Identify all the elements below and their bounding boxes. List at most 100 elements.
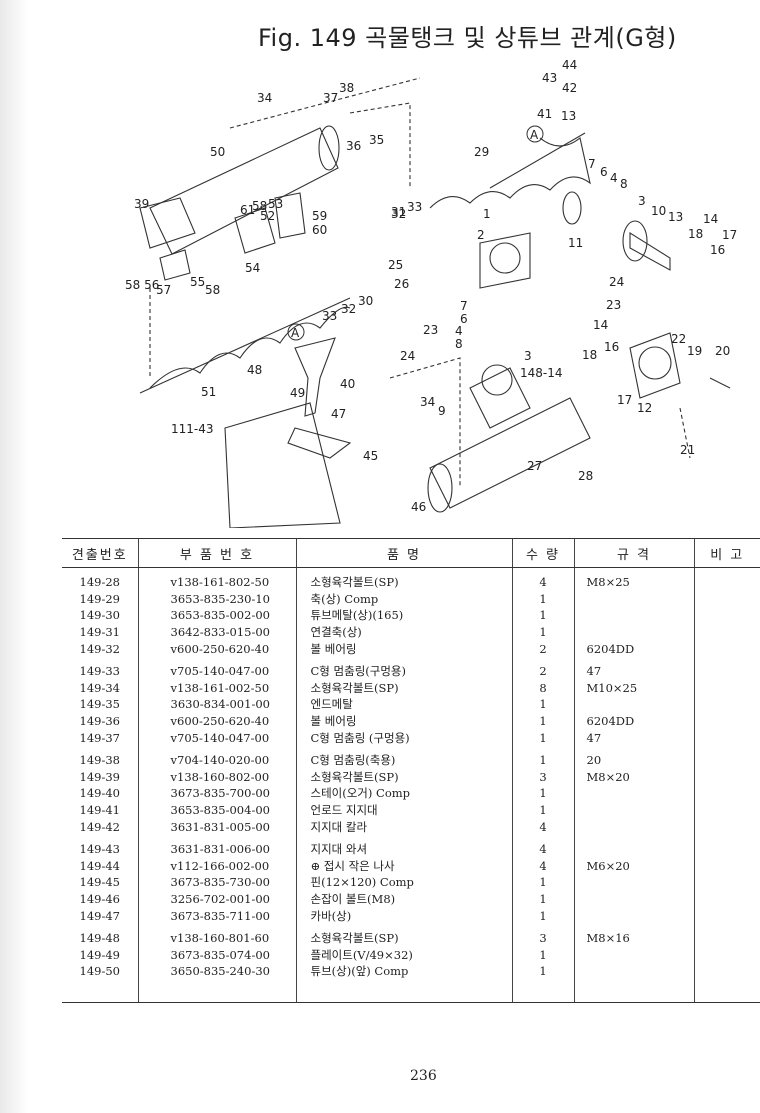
svg-text:27: 27 [527,459,542,473]
cell-no: 149-45 [79,875,120,890]
cell-name: 볼 베어링 [295,712,512,730]
callout-a-lower: A [291,326,300,340]
svg-text:2: 2 [477,228,485,242]
tube-flange-part [427,463,453,513]
callout-a-upper: A [530,128,539,142]
svg-text:31: 31 [391,205,406,219]
cell-remarks [693,963,760,980]
cell-qty: 1 [511,801,574,819]
cell-no: 149-40 [79,786,120,801]
svg-text:61: 61 [240,203,255,217]
cell-qty: 1 [511,729,574,746]
cell-qty: 1 [511,907,574,924]
svg-text:18: 18 [582,348,597,362]
svg-text:7: 7 [460,299,468,313]
cell-part: 3653-835-002-00 [137,607,296,624]
cell-part: 3256-702-001-00 [137,890,296,908]
cell-name: C형 멈춤링(축용) [295,751,512,769]
svg-text:37: 37 [323,91,338,105]
cell-remarks [693,574,760,591]
cell-name: 언로드 지지대 [295,801,512,819]
svg-text:10: 10 [651,204,666,218]
cell-no: 149-46 [79,891,120,906]
cell-name: 지지대 와셔 [295,840,512,858]
cell-remarks [693,590,760,608]
cell-name: 볼 베어링 [295,640,512,657]
svg-text:25: 25 [388,258,403,272]
tube-housing-part [469,367,531,429]
cell-remarks [693,907,760,924]
cell-remarks [693,874,760,891]
svg-text:50: 50 [210,145,225,159]
bearing-ring-part [562,191,582,225]
cell-part: 3653-835-230-10 [137,590,296,608]
cell-spec [573,963,694,980]
cell-qty: 1 [511,946,574,964]
cell-qty: 3 [511,929,574,947]
cell-spec: M8×16 [573,929,694,947]
cell-no: 149-36 [79,714,120,729]
svg-text:34: 34 [257,91,272,105]
col-header-remarks: 비 고 [693,538,760,568]
svg-text:28: 28 [578,469,593,483]
svg-text:38: 38 [339,81,354,95]
svg-text:3: 3 [524,349,532,363]
table-header-row: 견출번호 부 품 번 호 품 명 수 량 규 격 비 고 [62,538,760,568]
svg-text:47: 47 [331,407,346,421]
row-spacer [62,745,760,752]
cell-part: 3673-835-730-00 [137,874,296,891]
cell-remarks [693,662,760,680]
cell-name: 축(상) Comp [295,590,512,608]
cell-qty: 1 [511,963,574,980]
cell-name: 튜브메탈(상)(165) [295,607,512,624]
cell-name: 소형육각볼트(SP) [295,679,512,697]
svg-text:35: 35 [369,133,384,147]
cell-no: 149-28 [79,575,120,590]
svg-text:58: 58 [252,199,267,213]
svg-text:44: 44 [562,58,577,72]
row-spacer [62,923,760,930]
cell-part: v600-250-620-40 [137,712,296,730]
cell-remarks [693,785,760,802]
svg-text:59: 59 [312,209,327,223]
cell-name: 연결축(상) [295,623,512,641]
cell-name: 소형육각볼트(SP) [295,768,512,786]
cell-qty: 4 [511,840,574,858]
cell-name: C형 멈춤링(구멍용) [295,662,512,680]
cell-part: 3630-834-001-00 [137,696,296,713]
cell-name: 손잡이 볼트(M8) [295,890,512,908]
cell-no: 149-44 [79,858,120,873]
cell-name: C형 멈춤링 (구멍용) [295,729,512,746]
cell-name: 스테이(오거) Comp [295,785,512,802]
cell-spec [573,696,694,713]
svg-text:148-14: 148-14 [520,366,563,380]
svg-text:41: 41 [537,107,552,121]
svg-text:58: 58 [205,283,220,297]
svg-text:45: 45 [363,449,378,463]
svg-text:6: 6 [460,312,468,326]
cell-spec: M10×25 [573,679,694,697]
svg-text:49: 49 [290,386,305,400]
svg-text:22: 22 [671,332,686,346]
cell-part: v138-161-002-50 [137,679,296,697]
cell-remarks [693,679,760,697]
col-header-reference-no: 견출번호 [62,538,138,568]
cell-spec: 6204DD [573,712,694,730]
cell-no: 149-49 [79,947,120,962]
cell-no: 149-31 [79,625,120,640]
svg-text:19: 19 [687,344,702,358]
cell-qty: 1 [511,590,574,608]
cell-remarks [693,607,760,624]
svg-text:6: 6 [600,165,608,179]
